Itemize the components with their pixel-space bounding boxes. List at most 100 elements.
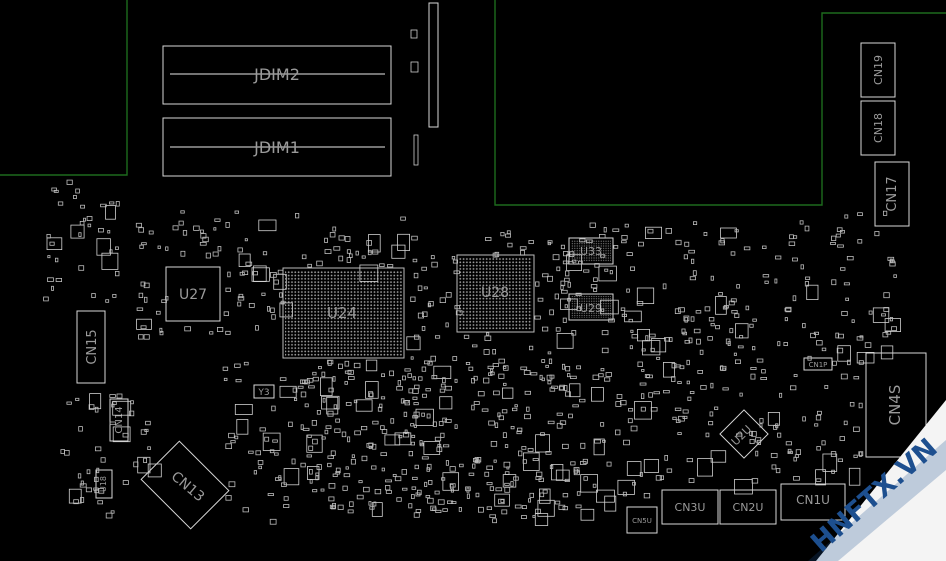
smd-part	[225, 221, 230, 228]
smd-part	[257, 460, 264, 465]
smd-part	[471, 344, 478, 348]
smd-part	[700, 385, 707, 390]
smd-part	[880, 345, 894, 360]
smd-part	[517, 427, 523, 433]
smd-part	[77, 473, 82, 479]
smd-part	[452, 356, 458, 361]
smd-part	[344, 360, 350, 367]
smd-part	[775, 255, 782, 260]
smd-part	[237, 247, 243, 253]
smd-part	[602, 439, 606, 443]
smd-part	[630, 329, 634, 333]
smd-part	[504, 486, 511, 493]
smd-part	[844, 214, 849, 219]
smd-part	[143, 282, 150, 289]
smd-part	[547, 240, 553, 244]
smd-part	[337, 504, 344, 510]
smd-part	[640, 406, 646, 412]
smd-part	[94, 406, 99, 413]
smd-part	[816, 446, 821, 451]
smd-part	[242, 270, 249, 275]
smd-part	[372, 443, 377, 450]
smd-part	[521, 515, 527, 519]
smd-part	[494, 422, 499, 428]
smd-part	[431, 374, 438, 380]
smd-part	[720, 227, 737, 239]
smd-part	[668, 337, 673, 343]
smd-part	[138, 292, 144, 299]
smd-part	[402, 431, 410, 438]
smd-part	[537, 297, 544, 302]
smd-part	[446, 500, 454, 504]
smd-part	[111, 403, 115, 408]
smd-part	[773, 425, 778, 430]
smd-part	[501, 509, 508, 515]
smd-part	[684, 241, 690, 247]
smd-part	[593, 277, 598, 282]
smd-part	[147, 446, 151, 450]
cn5u-label: CN5U	[632, 517, 652, 525]
smd-part	[381, 428, 388, 434]
smd-part	[858, 402, 863, 409]
smd-part	[759, 423, 763, 428]
smd-part	[490, 371, 495, 376]
smd-part	[697, 458, 714, 477]
smd-part	[831, 235, 837, 242]
smd-part	[327, 410, 334, 417]
u18-label: U18	[99, 476, 108, 492]
smd-part	[312, 438, 318, 445]
smd-part	[332, 226, 337, 232]
smd-part	[86, 216, 93, 221]
smd-part	[535, 434, 550, 453]
cn1u-label: CN1U	[796, 493, 830, 507]
connector-cn13: CN13	[140, 440, 230, 530]
smd-part	[274, 452, 279, 456]
smd-part	[47, 255, 51, 259]
smd-part	[271, 405, 276, 412]
smd-part	[615, 429, 621, 436]
smd-part	[541, 359, 546, 363]
smd-part	[412, 396, 418, 400]
smd-part	[472, 463, 476, 469]
cn13-label: CN13	[168, 469, 207, 506]
smd-part	[440, 432, 445, 438]
smd-part	[453, 270, 460, 275]
smd-part	[592, 483, 597, 488]
smd-part	[100, 457, 106, 463]
smd-part	[783, 341, 788, 346]
smd-part	[839, 436, 845, 441]
smd-part	[565, 365, 571, 372]
smd-part	[412, 376, 416, 381]
smd-part	[413, 512, 420, 518]
smd-part	[560, 298, 578, 310]
smd-part	[784, 317, 788, 322]
smd-part	[458, 506, 462, 512]
smd-part	[551, 385, 558, 389]
smd-part	[312, 489, 318, 493]
smd-part	[262, 251, 268, 256]
smd-part	[225, 330, 231, 335]
smd-part	[562, 493, 569, 498]
smd-part	[556, 422, 563, 429]
smd-part	[424, 481, 428, 487]
smd-part	[112, 293, 117, 298]
smd-part	[710, 382, 714, 389]
smd-part	[89, 393, 102, 410]
smd-part	[690, 316, 695, 322]
smd-part	[598, 373, 604, 378]
smd-part	[182, 230, 188, 236]
smd-part	[328, 387, 334, 393]
smd-part	[403, 411, 408, 417]
smd-part	[689, 276, 697, 281]
smd-part	[579, 398, 586, 403]
connector-cn1u: CN1U	[780, 483, 846, 521]
smd-part	[730, 251, 736, 256]
smd-part	[775, 468, 781, 474]
smd-part	[542, 273, 549, 278]
smd-part	[599, 233, 606, 239]
smd-part	[73, 195, 77, 199]
smd-part	[481, 408, 489, 412]
smd-part	[562, 443, 569, 449]
smd-part	[494, 493, 510, 507]
